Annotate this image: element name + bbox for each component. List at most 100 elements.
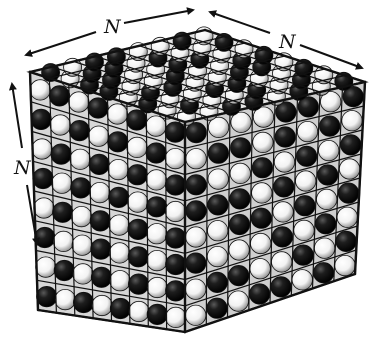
spin-site: [52, 173, 72, 193]
spin-site: [342, 111, 362, 131]
spin-site: [274, 177, 294, 197]
spin-site: [316, 214, 336, 234]
dimension-label-top-left: N: [103, 16, 122, 38]
spin-site: [337, 207, 357, 227]
spin-site: [292, 270, 312, 290]
spin-site: [186, 122, 206, 142]
spin-site: [32, 139, 52, 159]
spin-site: [129, 301, 149, 321]
spin-site: [51, 144, 71, 164]
spin-site: [73, 292, 93, 312]
spin-site: [127, 110, 147, 130]
spin-site: [250, 259, 270, 279]
spin-site: [88, 98, 108, 118]
spin-site: [296, 171, 316, 191]
spin-site: [71, 206, 91, 226]
spin-site: [147, 224, 167, 244]
spin-site: [320, 116, 340, 136]
spin-site: [69, 120, 89, 140]
spin-site: [109, 243, 129, 263]
spin-site: [90, 211, 110, 231]
spin-site: [110, 298, 130, 318]
spin-site: [127, 137, 147, 157]
spin-site: [165, 201, 185, 221]
spin-site: [297, 121, 317, 141]
spin-site: [230, 163, 250, 183]
spin-site: [317, 189, 337, 209]
spin-site: [319, 140, 339, 160]
spin-site: [186, 305, 206, 325]
spin-site: [35, 227, 55, 247]
spin-site: [33, 168, 53, 188]
spin-site: [72, 235, 92, 255]
spin-site: [53, 202, 73, 222]
spin-site: [186, 253, 206, 273]
spin-site: [208, 169, 228, 189]
spin-site: [166, 281, 186, 301]
spin-site: [295, 196, 315, 216]
spin-site: [109, 215, 129, 235]
spin-site: [165, 148, 185, 168]
spin-site: [274, 152, 294, 172]
spin-site: [31, 109, 51, 129]
spin-site: [272, 252, 292, 272]
dimension-label-left: N: [13, 157, 32, 179]
spin-site: [128, 247, 148, 267]
spin-site: [229, 214, 249, 234]
spin-site: [207, 246, 227, 266]
spin-site: [109, 187, 129, 207]
spin-site: [70, 149, 90, 169]
spin-site: [230, 189, 250, 209]
spin-site: [128, 274, 148, 294]
spin-site: [208, 195, 228, 215]
spin-site: [186, 175, 206, 195]
spin-site: [89, 154, 109, 174]
spin-site: [208, 221, 228, 241]
spin-site: [92, 295, 112, 315]
spin-site: [73, 264, 93, 284]
spin-site: [69, 92, 89, 112]
spin-site: [110, 271, 130, 291]
spin-site: [207, 298, 227, 318]
spin-site: [296, 146, 316, 166]
spin-site: [338, 183, 358, 203]
spin-site: [207, 272, 227, 292]
spin-site: [146, 143, 166, 163]
spin-site: [128, 192, 148, 212]
spin-site: [36, 257, 56, 277]
spin-site: [229, 240, 249, 260]
spin-site: [186, 279, 206, 299]
spin-site: [252, 183, 272, 203]
spin-site: [49, 86, 69, 106]
spin-site: [108, 132, 128, 152]
spin-site: [318, 165, 338, 185]
dimension-label-top-right: N: [278, 31, 297, 53]
spin-site: [271, 277, 291, 297]
spin-site: [336, 231, 356, 251]
spin-site: [37, 286, 57, 306]
spin-site: [34, 198, 54, 218]
spin-site: [128, 219, 148, 239]
spin-site: [30, 80, 50, 100]
spin-site: [55, 289, 75, 309]
spin-site: [127, 165, 147, 185]
spin-site: [339, 159, 359, 179]
spin-site: [147, 304, 167, 324]
spin-site: [146, 197, 166, 217]
spin-site: [50, 115, 70, 135]
spin-site: [166, 254, 186, 274]
spin-site: [314, 238, 334, 258]
spin-site: [208, 143, 228, 163]
spin-site: [273, 202, 293, 222]
spin-site: [231, 138, 251, 158]
spin-site: [275, 127, 295, 147]
spin-site: [341, 135, 361, 155]
spin-site: [253, 132, 273, 152]
spin-site: [53, 231, 73, 251]
spin-site: [89, 126, 109, 146]
spin-site: [228, 291, 248, 311]
spin-site: [335, 255, 355, 275]
spin-site: [166, 307, 186, 327]
spin-site: [186, 201, 206, 221]
